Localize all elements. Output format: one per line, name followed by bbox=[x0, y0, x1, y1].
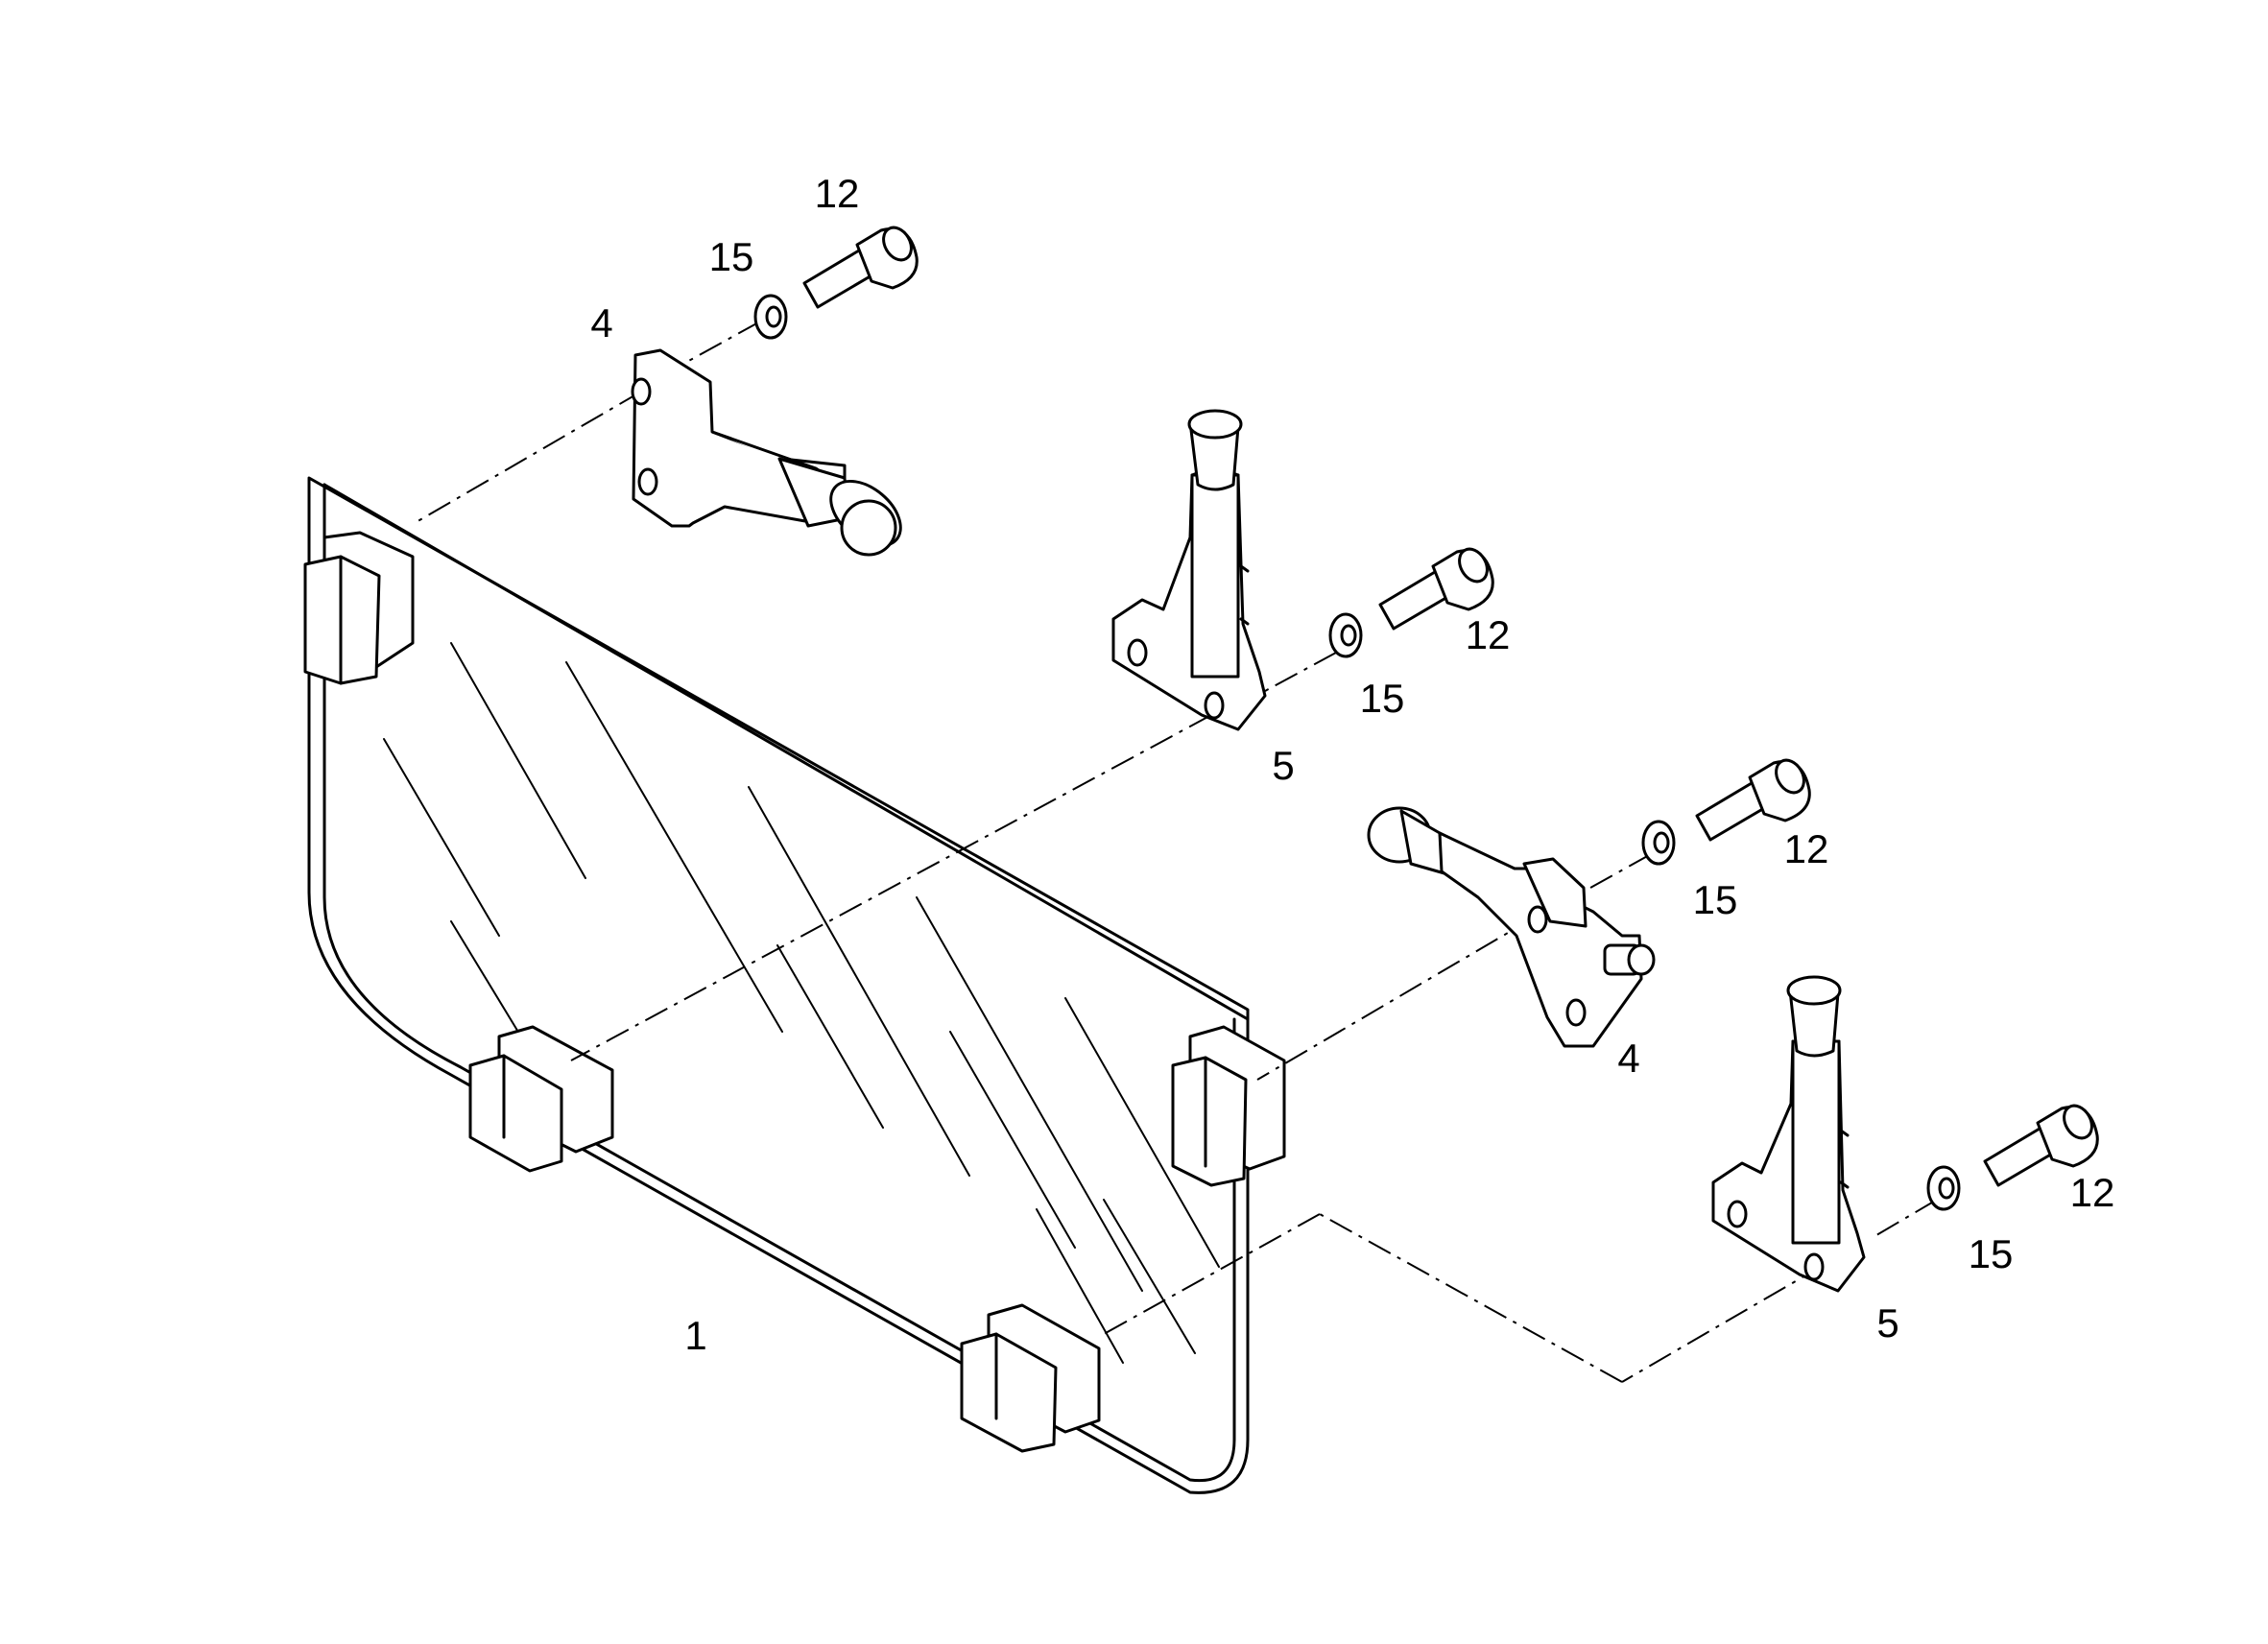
washer-15-a bbox=[753, 294, 788, 340]
screw-12-c bbox=[1695, 758, 1811, 842]
screw-12-b bbox=[1378, 547, 1494, 631]
callout-12-screw-a: 12 bbox=[814, 171, 860, 216]
callout-5-bracket-upper: 5 bbox=[1272, 743, 1295, 788]
glass-clip-bottom-right bbox=[960, 1303, 1101, 1453]
callout-4-bracket-middle: 4 bbox=[1617, 1036, 1640, 1081]
callout-12-screw-c: 12 bbox=[1783, 826, 1829, 871]
hinge-bracket-4-middle bbox=[1367, 806, 1656, 1048]
glass-panel bbox=[303, 476, 1286, 1494]
washer-15-b bbox=[1328, 612, 1363, 658]
callout-5-bracket-lower: 5 bbox=[1876, 1300, 1899, 1346]
glass-clip-top-left bbox=[303, 531, 415, 685]
callout-15-washer-a: 15 bbox=[708, 234, 754, 279]
callout-15-washer-c: 15 bbox=[1692, 877, 1738, 922]
callout-15-washer-b: 15 bbox=[1359, 676, 1405, 721]
washer-15-c bbox=[1641, 820, 1676, 866]
screw-12-a bbox=[802, 226, 919, 309]
callout-12-screw-b: 12 bbox=[1465, 612, 1511, 657]
screw-12-d bbox=[1983, 1104, 2099, 1187]
callout-15-washer-d: 15 bbox=[1968, 1231, 2014, 1276]
glass-reflection-lines bbox=[383, 642, 1220, 1364]
assembly-lines bbox=[414, 321, 1938, 1383]
callout-4-bracket-upper: 4 bbox=[590, 300, 613, 345]
glass-clip-right-edge bbox=[1171, 1025, 1286, 1187]
hinge-bracket-5-lower bbox=[1711, 975, 1866, 1293]
hinge-bracket-5-upper bbox=[1111, 409, 1267, 731]
washer-15-d bbox=[1926, 1165, 1961, 1211]
hinge-bracket-4-upper bbox=[631, 348, 902, 557]
callout-12-screw-d: 12 bbox=[2069, 1170, 2115, 1215]
callout-1-glass-panel: 1 bbox=[684, 1313, 707, 1358]
glass-clip-bottom-left bbox=[468, 1025, 614, 1173]
